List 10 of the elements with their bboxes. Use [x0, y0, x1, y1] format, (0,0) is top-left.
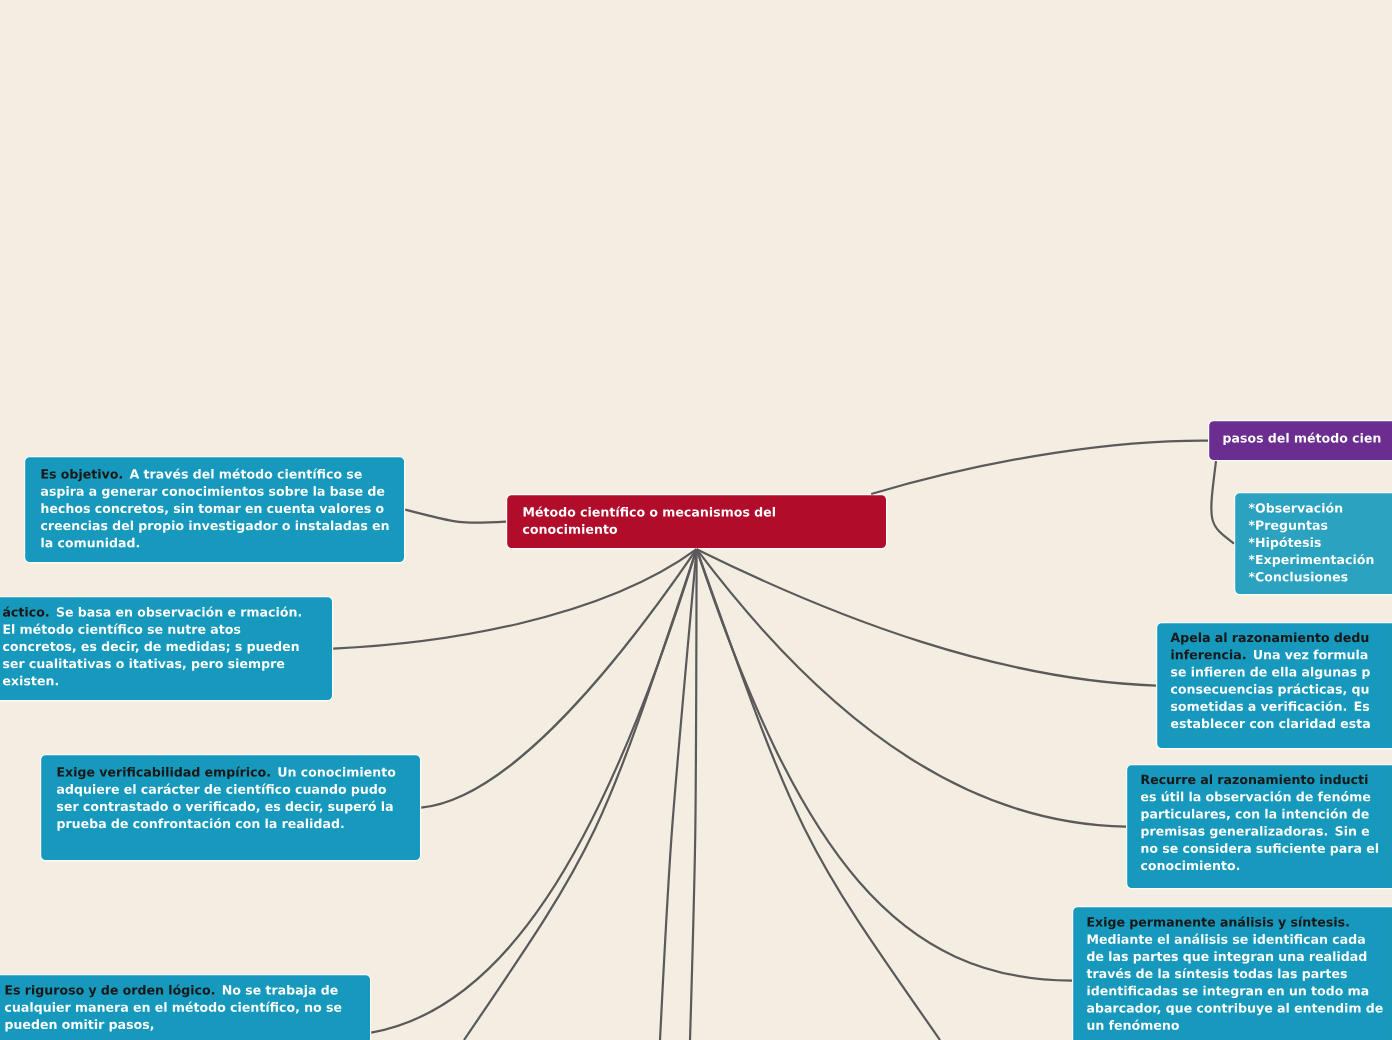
connector — [333, 548, 698, 650]
connector — [870, 439, 1208, 496]
connector — [1210, 461, 1235, 545]
connector — [695, 548, 1127, 828]
connector — [463, 548, 698, 1040]
connector — [421, 548, 698, 809]
connector — [696, 548, 1157, 687]
connector — [404, 508, 507, 524]
connector — [695, 548, 941, 1040]
connector — [688, 549, 698, 1040]
